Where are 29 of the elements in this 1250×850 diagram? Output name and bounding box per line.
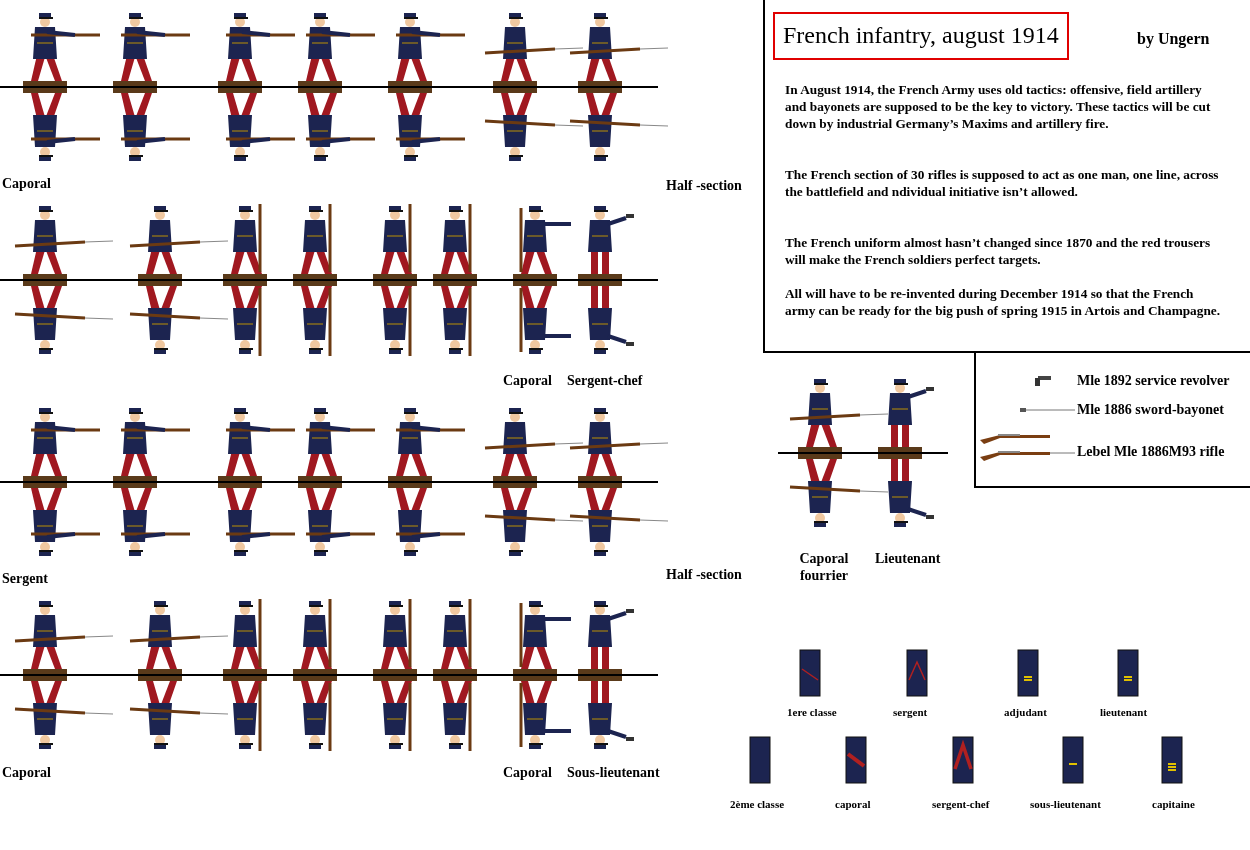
figure-caption: Sergent [2,570,48,587]
title: French infantry, august 1914 [773,12,1069,60]
rank-name: 2ème classe [730,797,785,812]
figure-caption: Caporal [503,372,552,389]
rank-name: caporal [835,797,871,812]
legend-text: Mle 1892 service revolver [1077,372,1230,389]
figure-caption: Caporal [2,764,51,781]
legend-text: Mle 1886 sword-bayonet [1077,401,1224,418]
rank-name: 1ere classe [787,705,837,720]
rank-name: capitaine [1152,797,1195,812]
rank-name: sergent [893,705,928,720]
paragraph: The French uniform almost hasn’t changed since 1870 and the red trousers will make the French soldiers perfect targets. [785,234,1212,268]
rank-name: sous-lieutenant [1030,797,1101,812]
legend-text: Lebel Mle 1886M93 rifle [1077,443,1225,460]
figure-caption: Sergent-chef [567,372,643,389]
rank-name: lieutenant [1100,705,1148,720]
rank-name: sergent-chef [932,797,990,812]
figure-caption: Lieutenant [875,550,941,567]
paragraph: All will have to be re-invented during December 1914 so that the French army can be ready for the big push of spring 1915 in Artois and Champagne. [785,285,1222,319]
paragraph: In August 1914, the French Army uses old tactics: offensive, field artillery and bayonets are supposed to be the key to victory. These tactics will be cut down by industrial Germany’s Maxims and artillery fire. [785,81,1212,132]
figure-caption: Caporal [503,764,552,781]
paragraph: The French section of 30 rifles is supposed to act as one man, one line, across the battlefield and ndividual initiative isn’t allowed. [785,166,1220,200]
figure-caption: Half -section [666,566,742,583]
figure-caption: Sous-lieutenant [567,764,660,781]
author-credit: by Ungern [1137,30,1210,47]
rank-name: adjudant [1004,705,1047,720]
figure-caption: Half -section [666,177,742,194]
figure-caption: Caporal fourrier [798,550,850,584]
figure-caption: Caporal [2,175,51,192]
